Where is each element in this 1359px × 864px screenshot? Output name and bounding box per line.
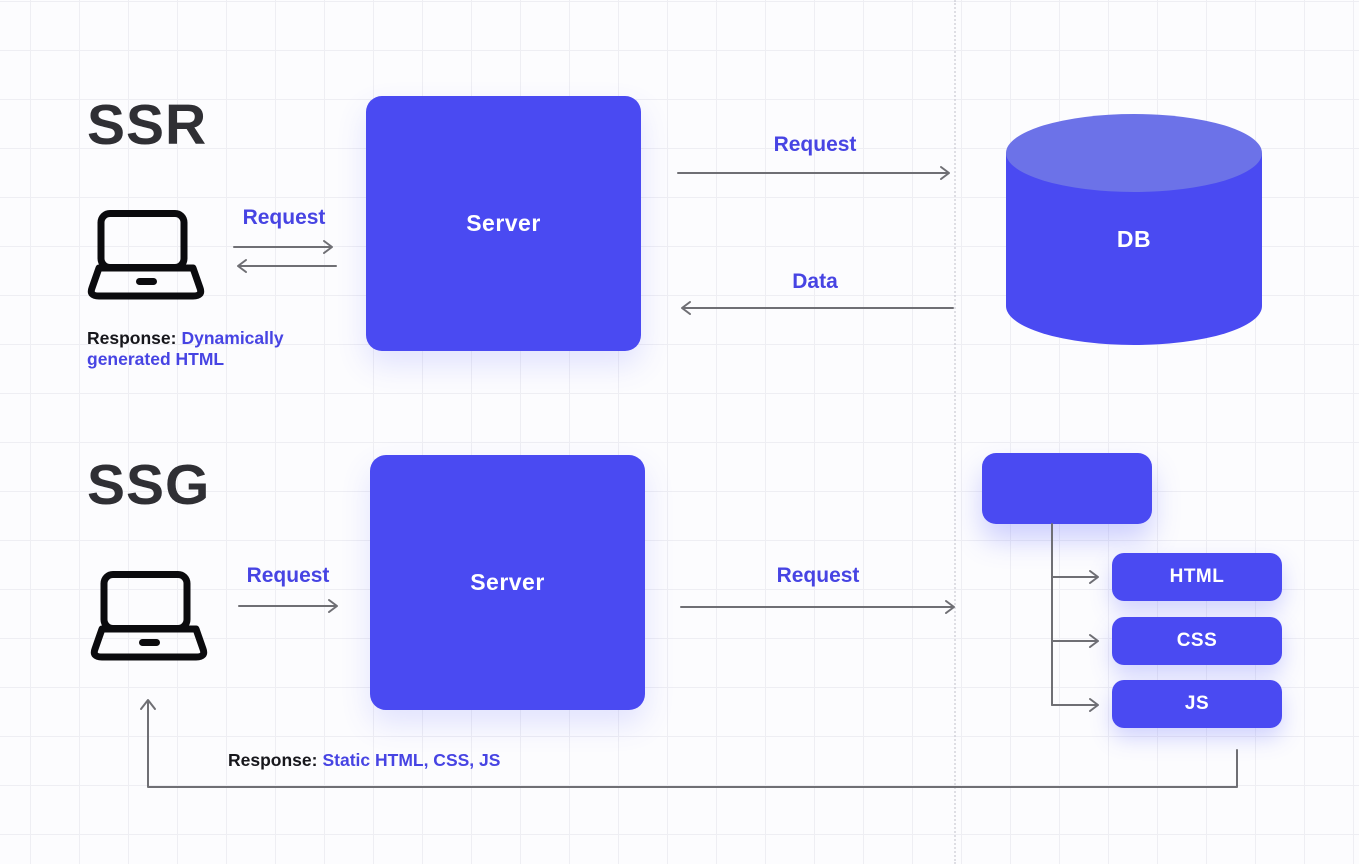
- ssr-client-request-arrow: [233, 240, 337, 254]
- ssg-server-label: Server: [470, 569, 545, 595]
- ssr-server-db-request-arrow: [677, 166, 954, 180]
- ssg-response-text: Response:Static HTML, CSS, JS: [228, 750, 828, 771]
- ssg-response-return-path: [138, 693, 1248, 795]
- ssg-response-prefix: Response:: [228, 750, 318, 770]
- ssg-origin-request-label: Request: [776, 564, 860, 587]
- ssg-client-laptop-icon: [90, 571, 208, 661]
- ssr-db-data-label: Data: [792, 270, 838, 293]
- ssr-server-label: Server: [466, 210, 541, 236]
- ssg-asset-box-html: HTML: [1112, 553, 1282, 601]
- ssr-db-data-arrow: [677, 301, 954, 315]
- ssg-asset-css-label: CSS: [1176, 630, 1218, 651]
- ssr-client-request-label: Request: [242, 206, 326, 229]
- ssr-db-label: DB: [1116, 226, 1152, 252]
- ssg-response-value: Static HTML, CSS, JS: [322, 750, 501, 770]
- ssg-section-title: SSG: [87, 453, 211, 517]
- ssg-origin-box: [982, 453, 1152, 524]
- ssr-response-prefix: Response:: [87, 328, 177, 348]
- ssr-client-laptop-icon: [87, 210, 205, 300]
- ssg-client-request-arrow: [238, 599, 342, 613]
- ssr-database-cylinder: [1006, 114, 1262, 346]
- ssg-assets-branch-connector: [1040, 523, 1110, 712]
- ssg-server-box: Server: [370, 455, 645, 710]
- dotted-divider-line: [954, 0, 956, 864]
- ssr-server-box: Server: [366, 96, 641, 351]
- ssr-db-request-label: Request: [773, 133, 857, 156]
- ssr-section-title: SSR: [87, 93, 208, 157]
- ssr-response-text: Response:Dynamically generated HTML: [87, 328, 305, 370]
- ssg-server-origin-request-arrow: [680, 600, 959, 614]
- ssr-server-response-arrow: [233, 259, 337, 273]
- ssr-response-value: Dynamically generated HTML: [87, 328, 284, 369]
- ssg-asset-html-label: HTML: [1169, 566, 1225, 587]
- ssg-asset-box-css: CSS: [1112, 617, 1282, 665]
- ssg-client-request-label: Request: [246, 564, 330, 587]
- ssg-asset-box-js: JS: [1112, 680, 1282, 728]
- ssg-asset-js-label: JS: [1184, 693, 1210, 714]
